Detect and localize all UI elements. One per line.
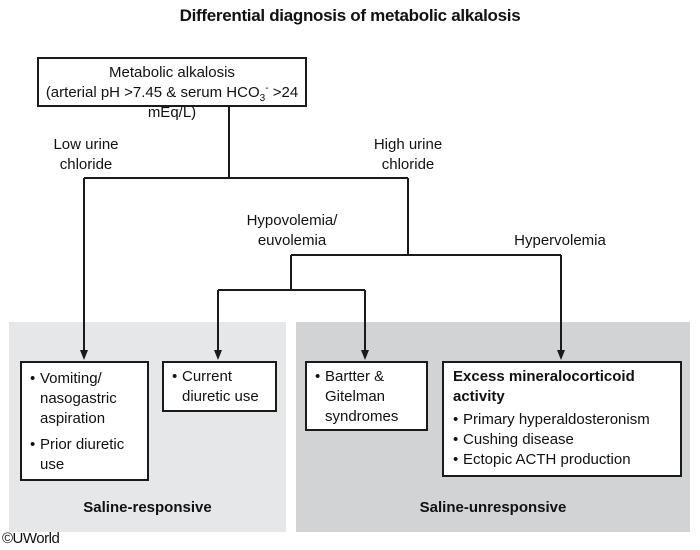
list-item: •Primary hyperaldosteronism (453, 411, 650, 428)
arrow-head-icon (361, 350, 369, 360)
mineralocorticoid-box: Excess mineralocorticoid activity •Prima… (442, 361, 682, 477)
list-item: •Vomiting/ nasogastric aspiration (30, 370, 117, 427)
list-item: •Ectopic ACTH production (453, 451, 631, 468)
list-item: •Cushing disease (453, 431, 574, 448)
bartter-list: •Bartter & Gitelman syndromes (315, 367, 426, 427)
list-item: •Bartter & Gitelman syndromes (315, 368, 399, 425)
metabolic-alkalosis-box: Metabolic alkalosis (arterial pH >7.45 &… (37, 57, 307, 121)
arrow-head-icon (557, 350, 565, 360)
low-urine-chloride-label: Low urine chloride (53, 136, 119, 173)
diagram-title: Differential diagnosis of metabolic alka… (179, 6, 521, 25)
vomiting-list: •Vomiting/ nasogastric aspiration •Prior… (30, 369, 147, 475)
bartter-gitelman-box: •Bartter & Gitelman syndromes (305, 361, 428, 431)
arrow-head-icon (80, 350, 88, 360)
current-diuretic-box: •Current diuretic use (162, 361, 277, 412)
list-item: •Prior diuretic use (30, 436, 125, 473)
vomiting-box: •Vomiting/ nasogastric aspiration •Prior… (20, 361, 149, 481)
hypovolemia-euvolemia-label: Hypovolemia/ euvolemia (246, 212, 338, 249)
current-diuretic-list: •Current diuretic use (172, 367, 275, 407)
copyright-notice: ©UWorld (2, 530, 60, 547)
saline-responsive-label: Saline-responsive (83, 499, 212, 516)
root-criteria: (arterial pH >7.45 & serum HCO3- >24 mEq… (45, 83, 299, 122)
saline-unresponsive-label: Saline-unresponsive (419, 499, 567, 516)
mineralocorticoid-heading: Excess mineralocorticoid activity (453, 368, 635, 405)
list-item: •Current diuretic use (172, 368, 259, 405)
arrow-head-icon (214, 350, 222, 360)
high-urine-chloride-label: High urine chloride (373, 136, 443, 173)
mineralocorticoid-list: •Primary hyperaldosteronism •Cushing dis… (453, 410, 680, 470)
hypervolemia-label: Hypervolemia (514, 232, 606, 249)
root-title: Metabolic alkalosis (109, 64, 235, 81)
